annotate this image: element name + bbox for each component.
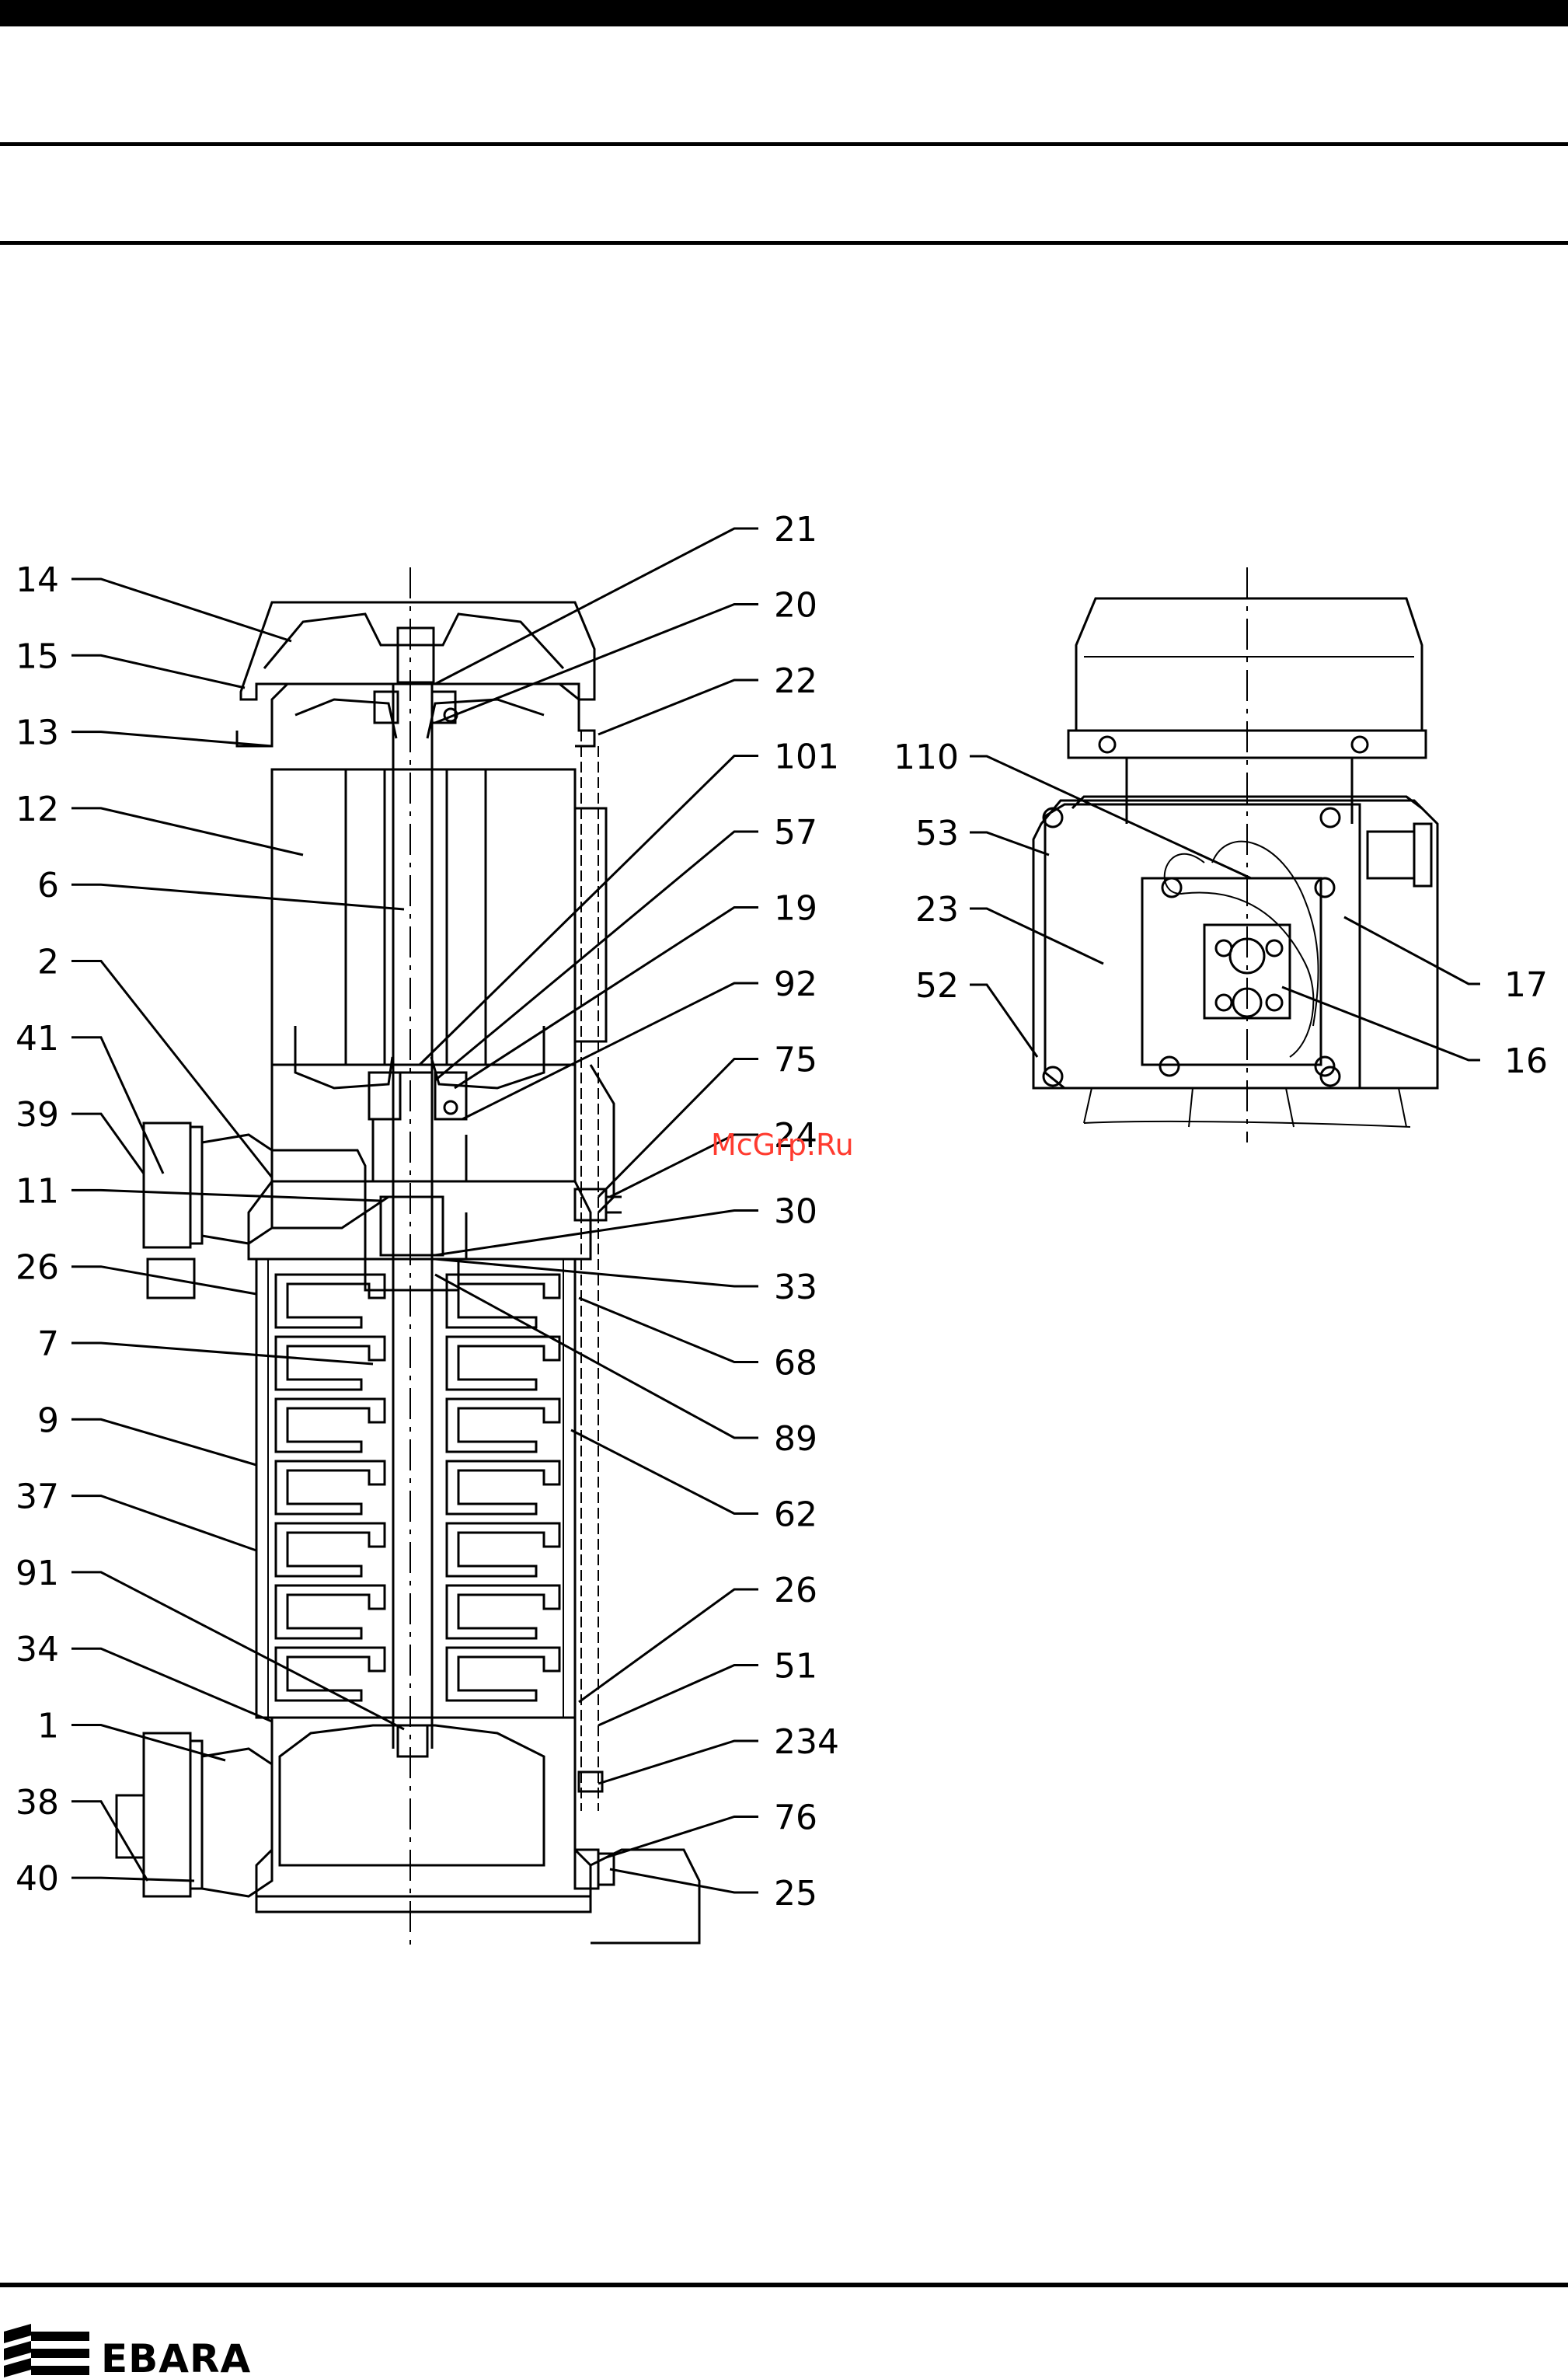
part-label-6: 92	[774, 965, 817, 1004]
part-label-16: 38	[16, 1783, 59, 1823]
part-label-17: 76	[774, 1798, 817, 1838]
leader-line	[970, 909, 1103, 964]
part-label-6: 41	[16, 1019, 59, 1059]
part-label-13: 91	[16, 1554, 59, 1593]
leader-line	[579, 1298, 758, 1362]
part-label-1: 20	[774, 586, 817, 626]
part-label-9: 26	[16, 1248, 59, 1288]
impeller-stage-5-left	[276, 1523, 385, 1576]
impeller-stage-6-right	[447, 1585, 559, 1638]
leader-line	[71, 1419, 256, 1465]
leader-line	[71, 961, 272, 1178]
part-label-12: 37	[16, 1477, 59, 1517]
part-label-5: 19	[774, 889, 817, 929]
impeller-stage-7-right	[447, 1648, 559, 1701]
impeller-stage-7-left	[276, 1648, 385, 1701]
part-label-14: 26	[774, 1571, 817, 1610]
terminal-box-view	[1033, 567, 1437, 1142]
impeller-stage-1-left	[276, 1275, 385, 1327]
watermark-text: McGrp.Ru	[711, 1128, 854, 1162]
leader-line	[435, 832, 758, 1080]
part-label-3: 12	[16, 790, 59, 829]
leader-line	[1344, 917, 1480, 984]
part-label-11: 9	[37, 1401, 59, 1440]
leader-line	[970, 756, 1251, 878]
leader-line	[610, 1869, 758, 1892]
part-label-12: 89	[774, 1419, 817, 1459]
part-label-15: 51	[774, 1647, 817, 1687]
part-label-2: 22	[774, 661, 817, 701]
part-label-8: 11	[16, 1171, 59, 1211]
leader-line	[435, 605, 758, 724]
leader-line	[71, 732, 272, 746]
leader-line	[71, 884, 404, 909]
part-label-1: 15	[16, 637, 59, 676]
leader-line	[435, 1259, 758, 1286]
leader-line	[598, 1666, 758, 1726]
part-label-15: 1	[37, 1707, 59, 1746]
part-label-1: 53	[915, 814, 959, 853]
leader-line	[71, 655, 245, 688]
pump-cross-section	[117, 567, 699, 1951]
part-label-11: 68	[774, 1344, 817, 1383]
leader-line	[71, 1802, 148, 1881]
impeller-stages	[276, 1275, 559, 1701]
part-label-7: 75	[774, 1041, 817, 1080]
leader-line	[598, 1741, 758, 1784]
part-label-1: 16	[1504, 1041, 1548, 1081]
impeller-stage-3-left	[276, 1399, 385, 1452]
leader-line	[970, 985, 1037, 1057]
leader-line	[420, 756, 758, 1066]
part-label-0: 14	[16, 560, 59, 600]
impeller-stage-4-right	[447, 1461, 559, 1514]
leader-line	[71, 1038, 163, 1174]
part-label-4: 57	[774, 813, 817, 853]
impeller-stage-3-right	[447, 1399, 559, 1452]
leader-line	[598, 680, 758, 734]
impeller-stage-6-left	[276, 1585, 385, 1638]
part-label-17: 40	[16, 1859, 59, 1899]
impeller-stage-1-right	[447, 1275, 559, 1327]
part-label-10: 33	[774, 1268, 817, 1307]
leader-line	[435, 1275, 758, 1438]
leader-line	[71, 1190, 381, 1201]
leader-line	[435, 528, 758, 684]
leader-line	[970, 832, 1049, 855]
part-label-2: 23	[915, 890, 959, 930]
part-label-7: 39	[16, 1095, 59, 1135]
part-label-3: 52	[915, 966, 959, 1006]
part-label-0: 110	[894, 738, 959, 777]
part-label-0: 17	[1504, 965, 1548, 1005]
part-label-9: 30	[774, 1192, 817, 1232]
part-label-14: 34	[16, 1630, 59, 1669]
leader-line	[1282, 987, 1480, 1060]
leader-line	[71, 1114, 144, 1174]
brand-name: EBARA	[101, 2336, 251, 2379]
leader-line	[71, 1496, 256, 1551]
leader-line	[71, 579, 291, 641]
leader-line	[71, 1878, 194, 1881]
ebara-wave-logo	[4, 2324, 89, 2377]
part-label-4: 6	[37, 866, 59, 905]
part-label-5: 2	[37, 943, 59, 982]
leader-line	[71, 1648, 272, 1721]
leader-line	[579, 1589, 758, 1702]
part-label-18: 25	[774, 1874, 817, 1913]
part-label-0: 21	[774, 510, 817, 549]
leader-line	[435, 1211, 758, 1256]
part-label-2: 13	[16, 713, 59, 753]
impeller-stage-2-right	[447, 1337, 559, 1390]
leader-line	[71, 1267, 256, 1294]
impeller-stage-4-left	[276, 1461, 385, 1514]
leader-line	[606, 1817, 758, 1858]
leader-line	[571, 1430, 758, 1514]
impeller-stage-5-right	[447, 1523, 559, 1576]
part-label-10: 7	[37, 1324, 59, 1364]
part-label-3: 101	[774, 738, 839, 777]
part-label-16: 234	[774, 1722, 839, 1762]
part-label-13: 62	[774, 1495, 817, 1535]
leader-line	[71, 808, 303, 855]
